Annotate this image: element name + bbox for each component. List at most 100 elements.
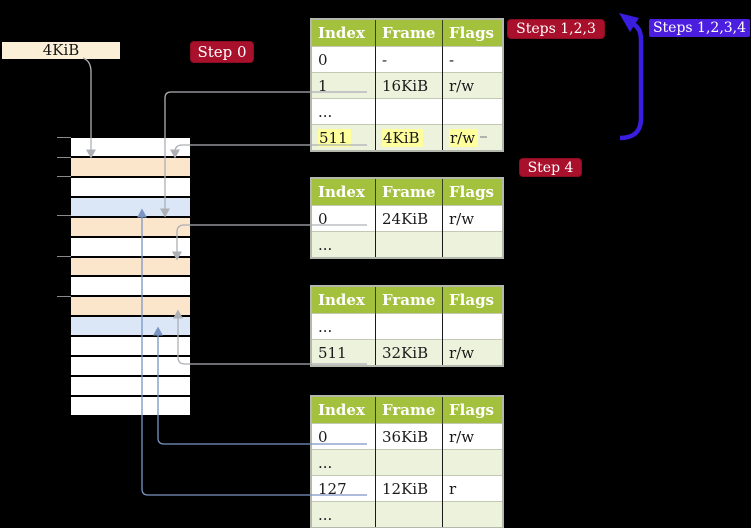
table-row: 1 16KiB r/w — [311, 72, 503, 99]
table-row: 127 12KiB r — [311, 475, 503, 502]
column-header: Frame — [375, 178, 443, 206]
cell-value: - — [449, 50, 455, 69]
table-cell — [375, 98, 443, 125]
table-cell: 4KiB — [375, 124, 443, 151]
table-row: 511 32KiB r/w — [311, 339, 503, 366]
table-cell — [442, 231, 503, 258]
memory-frame-row-1 — [71, 138, 190, 158]
table-row: ... — [311, 501, 503, 528]
cell-value: 127 — [318, 479, 347, 498]
table-row: 511 4KiB r/w — [311, 124, 503, 151]
memory-frame-row-3 — [71, 177, 190, 198]
cell-value: ... — [318, 102, 333, 121]
recursive-loop-arrow — [619, 13, 644, 141]
cell-value: r/w — [449, 128, 479, 147]
table-cell — [442, 98, 503, 125]
table-cell: r/w — [442, 205, 503, 232]
table-cell: 0 — [311, 46, 376, 73]
column-header: Index — [311, 178, 376, 206]
table-row: 0 36KiB r/w — [311, 423, 503, 450]
address-tick-marks — [57, 137, 71, 297]
table-cell — [375, 449, 443, 476]
memory-frame-row-7 — [71, 257, 190, 278]
column-header: Frame — [375, 19, 443, 47]
cell-value: 12KiB — [382, 479, 429, 498]
cell-value: 0 — [318, 50, 328, 69]
table-cell: 36KiB — [375, 423, 443, 450]
table-cell: r/w — [442, 72, 503, 99]
table-row: 0 - - — [311, 46, 503, 73]
table-cell — [442, 313, 503, 340]
memory-frame-row-11 — [71, 337, 190, 358]
cell-value: 32KiB — [382, 343, 429, 362]
column-header: Frame — [375, 396, 443, 424]
column-header: Flags — [442, 396, 503, 424]
cell-value: 16KiB — [382, 76, 429, 95]
memory-frame-row-2 — [71, 157, 190, 178]
cell-value: 511 — [318, 128, 351, 147]
column-header: Index — [311, 286, 376, 314]
table-cell — [375, 231, 443, 258]
table-cell: 0 — [311, 423, 376, 450]
table-cell: ... — [311, 98, 376, 125]
cell-value: r — [449, 479, 457, 498]
steps-123-badge: Steps 1,2,3 — [507, 19, 605, 39]
cell-value: ... — [318, 453, 333, 472]
memory-frame-row-4 — [71, 197, 190, 218]
cell-value: r/w — [449, 343, 475, 362]
table-cell: ... — [311, 231, 376, 258]
cell-value: 4KiB — [382, 128, 423, 147]
table-cell: 24KiB — [375, 205, 443, 232]
table-cell — [375, 313, 443, 340]
column-header: Index — [311, 396, 376, 424]
steps-1234-badge: Steps 1,2,3,4 — [649, 19, 750, 37]
table-cell — [442, 501, 503, 528]
memory-frame-row-5 — [71, 217, 190, 238]
memory-frame-row-13 — [71, 377, 190, 397]
table-cell: - — [375, 46, 443, 73]
table-cell: 32KiB — [375, 339, 443, 366]
table-cell — [375, 501, 443, 528]
memory-frame-row-6 — [71, 237, 190, 258]
table-row: ... — [311, 313, 503, 340]
table-cell: 511 — [311, 339, 376, 366]
step-0-badge: Step 0 — [190, 41, 254, 63]
cell-value: 24KiB — [382, 209, 429, 228]
column-header: Flags — [442, 19, 503, 47]
table-cell: 16KiB — [375, 72, 443, 99]
cell-value: r/w — [449, 76, 475, 95]
table-row: ... — [311, 98, 503, 125]
table-cell: r/w — [442, 339, 503, 366]
column-header: Index — [311, 19, 376, 47]
table-cell: r — [442, 475, 503, 502]
memory-frame-row-9 — [71, 297, 190, 318]
cell-value: ... — [318, 235, 333, 254]
step-4-badge: Step 4 — [519, 158, 582, 177]
cell-value: r/w — [449, 209, 475, 228]
table-cell: ... — [311, 449, 376, 476]
table-cell: - — [442, 46, 503, 73]
physical-memory-strip — [71, 137, 190, 416]
frame-address-label: 4KiB — [2, 42, 120, 59]
table-cell: 511 — [311, 124, 376, 151]
cell-value: 511 — [318, 343, 347, 362]
column-header: Frame — [375, 286, 443, 314]
cell-value: r/w — [449, 427, 475, 446]
cell-value: 36KiB — [382, 427, 429, 446]
table-row: ... — [311, 231, 503, 258]
table-cell: 1 — [311, 72, 376, 99]
table-cell: ... — [311, 313, 376, 340]
table-cell — [442, 449, 503, 476]
table-cell: r/w — [442, 423, 503, 450]
cell-value: 0 — [318, 427, 328, 446]
cell-value: ... — [318, 505, 333, 524]
cell-value: 1 — [318, 76, 328, 95]
cell-value: - — [382, 50, 388, 69]
cell-value: 0 — [318, 209, 328, 228]
table-cell: 127 — [311, 475, 376, 502]
